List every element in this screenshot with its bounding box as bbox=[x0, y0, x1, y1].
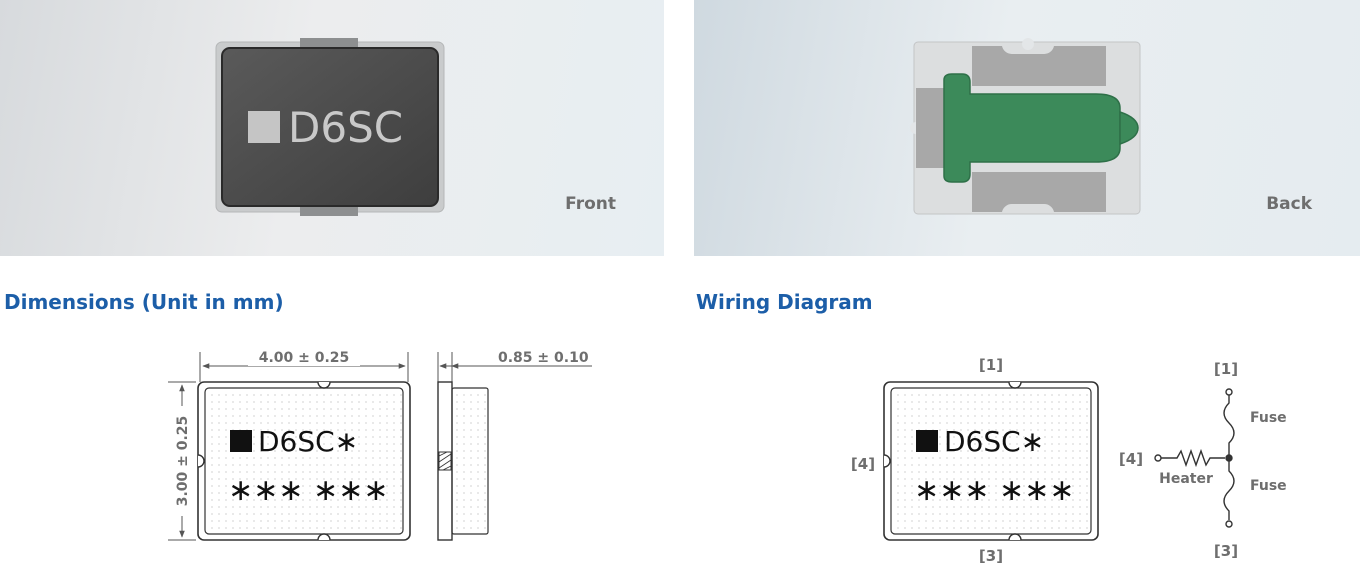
dimension-side-view: 0.85 ± 0.10 bbox=[437, 350, 592, 541]
schematic-heater-resistor bbox=[1161, 448, 1225, 468]
wiring-marking-line1: D6SC∗ bbox=[944, 425, 1044, 458]
front-component-body bbox=[221, 47, 439, 207]
dimension-marking-line2: ∗∗∗ ∗∗∗ bbox=[228, 473, 388, 508]
back-top-notch bbox=[1022, 38, 1034, 50]
front-component-illustration: D6SC bbox=[215, 38, 445, 216]
side-view-body bbox=[451, 387, 489, 535]
schematic-pin-1-label: [1] bbox=[1214, 360, 1238, 378]
fuse-bottom-label: Fuse bbox=[1250, 478, 1287, 494]
width-dimension-label: 4.00 ± 0.25 bbox=[259, 350, 350, 366]
schematic-terminal-1 bbox=[1225, 388, 1233, 396]
schematic-pin-4-label: [4] bbox=[1119, 450, 1143, 468]
wiring-package-view: [1] [4] [3] D6SC∗ ∗∗∗ ∗∗∗ bbox=[851, 356, 1099, 565]
schematic-terminal-4 bbox=[1154, 454, 1162, 462]
heater-label: Heater bbox=[1159, 471, 1213, 487]
schematic-fuse-bottom bbox=[1223, 461, 1235, 520]
front-photo-panel: D6SC Front bbox=[0, 0, 664, 256]
back-photo-panel: Back bbox=[694, 0, 1360, 256]
wiring-heading: Wiring Diagram bbox=[696, 290, 873, 314]
dimension-top-view: 4.00 ± 0.25 3.00 ± 0.25 D6SC∗ ∗∗∗ ∗∗∗ bbox=[168, 348, 411, 541]
back-top-pad bbox=[972, 46, 1106, 86]
back-bottom-pad bbox=[972, 172, 1106, 212]
schematic-pin-3-label: [3] bbox=[1214, 542, 1238, 560]
wiring-marking-line2: ∗∗∗ ∗∗∗ bbox=[914, 473, 1074, 508]
back-label: Back bbox=[1266, 194, 1312, 214]
package-pin-1-label: [1] bbox=[979, 356, 1003, 374]
package-pin-4-label: [4] bbox=[851, 455, 875, 473]
schematic-junction bbox=[1225, 454, 1233, 462]
front-marking-text: D6SC bbox=[288, 103, 403, 152]
schematic-terminal-3 bbox=[1225, 520, 1233, 528]
back-component-illustration bbox=[910, 38, 1141, 215]
front-marking-square bbox=[248, 111, 280, 143]
wiring-schematic: [1] Fuse Fuse [3] [4] Heater bbox=[1119, 360, 1287, 560]
dimension-marking-line1: D6SC∗ bbox=[258, 425, 358, 458]
dimensions-heading: Dimensions (Unit in mm) bbox=[4, 290, 284, 314]
back-heater-trace bbox=[943, 73, 1121, 183]
schematic-fuse-top bbox=[1223, 395, 1235, 458]
package-pin-3-label: [3] bbox=[979, 547, 1003, 565]
dimension-marking-square bbox=[230, 430, 252, 452]
fuse-top-label: Fuse bbox=[1250, 410, 1287, 426]
thickness-dimension-label: 0.85 ± 0.10 bbox=[498, 350, 589, 366]
wiring-marking-square bbox=[916, 430, 938, 452]
height-dimension-label: 3.00 ± 0.25 bbox=[175, 416, 191, 507]
front-label: Front bbox=[565, 194, 616, 214]
back-heater-tip bbox=[1119, 110, 1139, 146]
technical-diagrams: 4.00 ± 0.25 3.00 ± 0.25 D6SC∗ ∗∗∗ ∗∗∗ 0.… bbox=[168, 348, 1287, 565]
